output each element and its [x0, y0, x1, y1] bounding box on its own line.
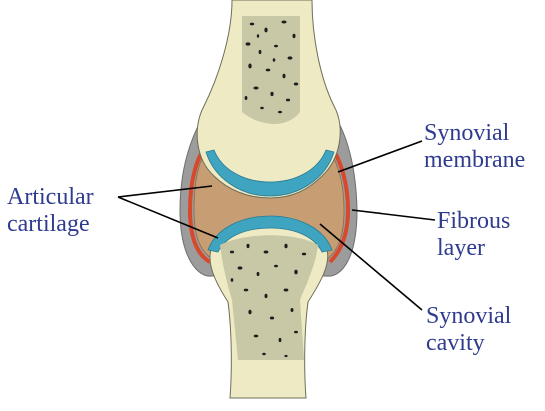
label-synovial-membrane-line2: membrane: [424, 147, 525, 174]
label-fibrous-layer-line1: Fibrous: [437, 208, 510, 235]
label-synovial-cavity: Synovial cavity: [426, 303, 511, 357]
label-fibrous-layer: Fibrous layer: [437, 208, 510, 262]
label-articular-cartilage-line2: cartilage: [7, 211, 94, 238]
label-articular-cartilage: Articular cartilage: [7, 184, 94, 238]
leader-fibrous-layer: [352, 210, 435, 220]
upper-spongy-bone: [242, 16, 300, 124]
label-synovial-membrane: Synovial membrane: [424, 120, 525, 174]
label-fibrous-layer-line2: layer: [437, 235, 510, 262]
label-synovial-cavity-line2: cavity: [426, 330, 511, 357]
label-articular-cartilage-line1: Articular: [7, 184, 94, 211]
label-synovial-membrane-line1: Synovial: [424, 120, 525, 147]
label-synovial-cavity-line1: Synovial: [426, 303, 511, 330]
